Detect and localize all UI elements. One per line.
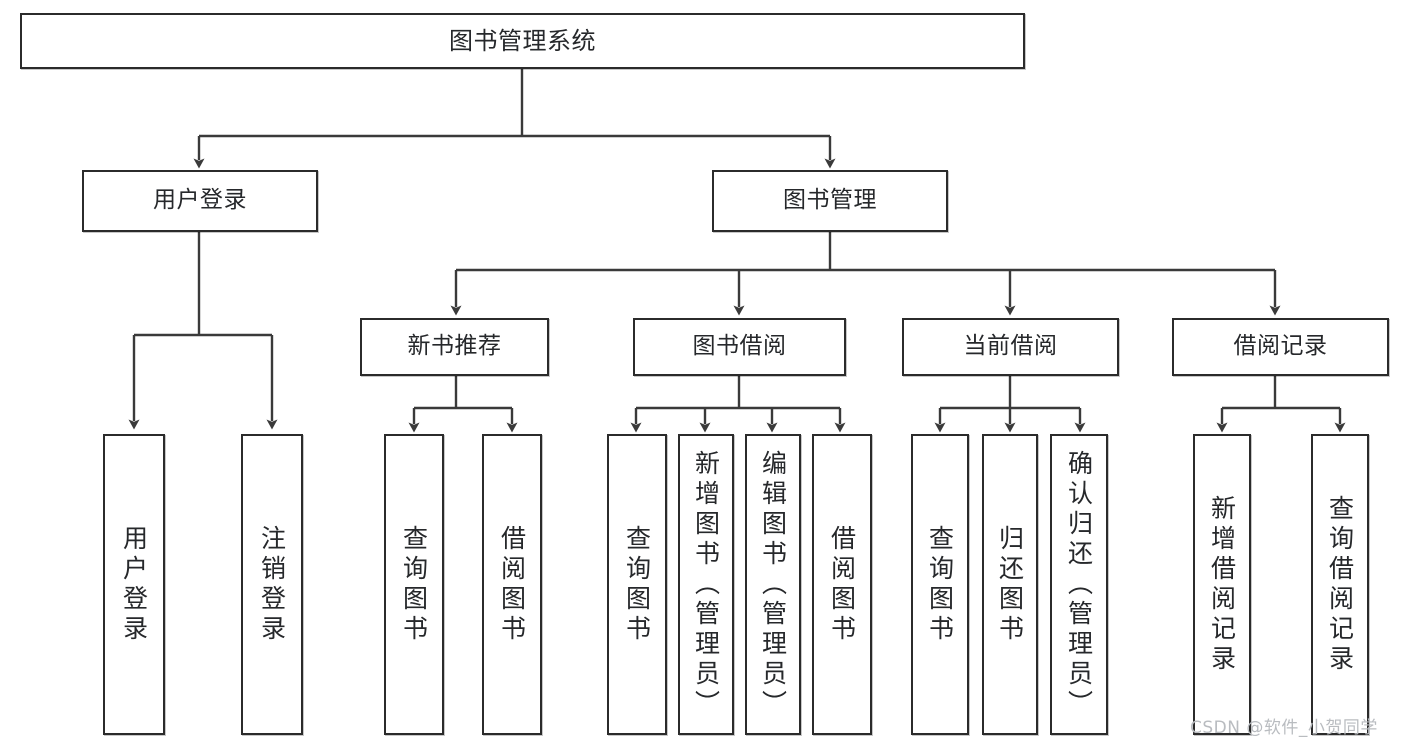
node-current-borrow[interactable]: 当前借阅 (902, 318, 1119, 376)
leaf-record-query-borrow-record[interactable]: 查询借阅记录 (1311, 434, 1369, 735)
leaf-current-query-book[interactable]: 查询图书 (911, 434, 969, 735)
node-label: 新增图书（管理员） (691, 449, 721, 720)
leaf-current-confirm-return-admin[interactable]: 确认归还（管理员） (1050, 434, 1108, 735)
leaf-recommend-query-book[interactable]: 查询图书 (384, 434, 444, 735)
node-label: 借阅图书 (827, 524, 857, 645)
node-label: 查询图书 (399, 524, 429, 645)
node-label: 查询借阅记录 (1325, 494, 1355, 675)
node-label: 新增借阅记录 (1207, 494, 1237, 675)
leaf-recommend-borrow-book[interactable]: 借阅图书 (482, 434, 542, 735)
leaf-record-add-borrow-record[interactable]: 新增借阅记录 (1193, 434, 1251, 735)
leaf-current-return-book[interactable]: 归还图书 (982, 434, 1038, 735)
node-label: 当前借阅 (963, 333, 1058, 360)
node-label: 图书管理 (783, 187, 877, 214)
csdn-watermark: CSDN @软件_小贺同学 (1190, 718, 1378, 738)
node-new-book-recommendation[interactable]: 新书推荐 (360, 318, 549, 376)
node-label: 借阅记录 (1233, 333, 1328, 360)
leaf-borrow-edit-book-admin[interactable]: 编辑图书（管理员） (745, 434, 801, 735)
node-label: 注销登录 (257, 524, 287, 645)
node-label: 编辑图书（管理员） (758, 449, 788, 720)
leaf-borrow-add-book-admin[interactable]: 新增图书（管理员） (678, 434, 734, 735)
node-label: 用户登录 (153, 187, 247, 214)
node-user-login[interactable]: 用户登录 (82, 170, 318, 232)
node-borrow-record[interactable]: 借阅记录 (1172, 318, 1389, 376)
node-label: 图书借阅 (692, 333, 787, 360)
node-label: 查询图书 (622, 524, 652, 645)
node-label: 归还图书 (995, 524, 1025, 645)
leaf-user-login-login[interactable]: 用户登录 (103, 434, 165, 735)
node-book-borrow[interactable]: 图书借阅 (633, 318, 846, 376)
node-label: 借阅图书 (497, 524, 527, 645)
node-label: 用户登录 (119, 524, 149, 645)
node-label: 新书推荐 (407, 333, 502, 360)
node-label: 确认归还（管理员） (1064, 449, 1094, 720)
node-book-management[interactable]: 图书管理 (712, 170, 948, 232)
leaf-borrow-query-book[interactable]: 查询图书 (607, 434, 667, 735)
node-label: 查询图书 (925, 524, 955, 645)
leaf-user-login-logout[interactable]: 注销登录 (241, 434, 303, 735)
node-root-book-management-system[interactable]: 图书管理系统 (20, 13, 1025, 69)
leaf-borrow-borrow-book[interactable]: 借阅图书 (812, 434, 872, 735)
node-label: 图书管理系统 (449, 26, 596, 55)
